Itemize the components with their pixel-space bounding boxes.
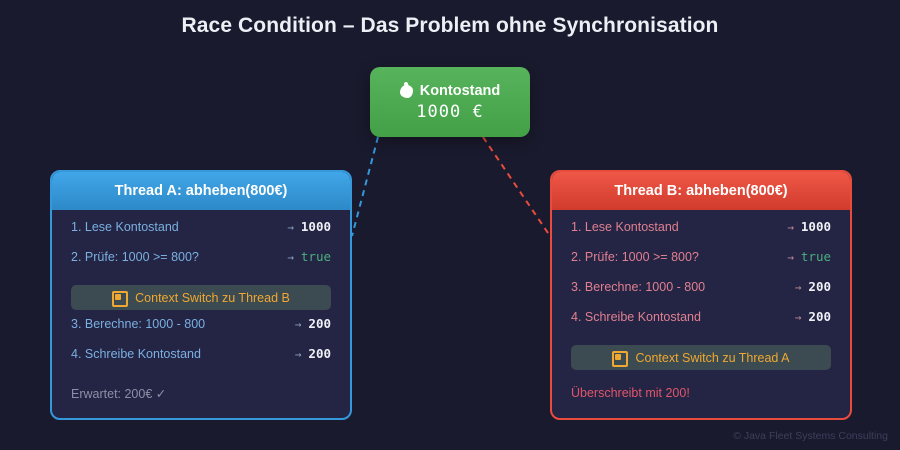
step-value: 1000 (800, 219, 831, 234)
thread-a-header: Thread A: abheben(800€) (52, 172, 350, 210)
step-value-group: → 1000 (787, 219, 831, 234)
thread-b-note: Überschreibt mit 200! (571, 386, 690, 400)
step-label: 1. Lese Kontostand (571, 220, 679, 234)
thread-b-step-3: 3. Berechne: 1000 - 800 → 200 (571, 279, 831, 309)
thread-b-body: 1. Lese Kontostand → 1000 2. Prüfe: 1000… (552, 210, 850, 410)
connector-account-to-thread-b (482, 136, 551, 237)
step-value-group: → 200 (295, 316, 331, 331)
step-label: 1. Lese Kontostand (71, 220, 179, 234)
step-value: 200 (808, 309, 831, 324)
step-value-group: → true (787, 249, 831, 264)
context-switch-label: Context Switch zu Thread A (635, 350, 790, 365)
context-switch-icon (612, 350, 629, 367)
step-value-group: → 200 (795, 309, 831, 324)
account-value: 1000 € (416, 101, 484, 122)
thread-b-step-1: 1. Lese Kontostand → 1000 (571, 219, 831, 249)
arrow-icon: → (294, 318, 302, 331)
account-title-row: Kontostand (399, 82, 501, 99)
step-value: 200 (808, 279, 831, 294)
step-label: 2. Prüfe: 1000 >= 800? (571, 250, 699, 264)
step-label: 3. Berechne: 1000 - 800 (71, 317, 206, 331)
arrow-icon: → (287, 251, 294, 264)
thread-a-panel: Thread A: abheben(800€) 1. Lese Kontosta… (50, 170, 352, 420)
step-value: 200 (308, 346, 331, 361)
step-value: 200 (308, 316, 331, 331)
page-title: Race Condition – Das Problem ohne Synchr… (181, 14, 719, 37)
step-value-group: → true (287, 249, 331, 264)
footer-credit: © Java Fleet Systems Consulting (733, 430, 888, 442)
thread-a-context-switch: Context Switch zu Thread B (71, 285, 331, 310)
thread-a-note: Erwartet: 200€ ✓ (71, 387, 167, 401)
context-switch-label: Context Switch zu Thread B (135, 290, 290, 305)
arrow-icon: → (787, 251, 794, 264)
step-value-group: → 1000 (287, 219, 331, 234)
money-bag-icon (399, 85, 413, 98)
step-label: 4. Schreibe Kontostand (571, 310, 701, 324)
account-balance-box: Kontostand 1000 € (370, 67, 530, 137)
step-label: 2. Prüfe: 1000 >= 800? (71, 250, 199, 264)
thread-a-step-2: 2. Prüfe: 1000 >= 800? → true (71, 249, 331, 279)
step-label: 3. Berechne: 1000 - 800 (571, 280, 706, 294)
step-label: 4. Schreibe Kontostand (71, 347, 201, 361)
arrow-icon: → (294, 348, 302, 361)
thread-b-context-switch: Context Switch zu Thread A (571, 345, 831, 370)
arrow-icon: → (287, 221, 294, 234)
thread-b-panel: Thread B: abheben(800€) 1. Lese Kontosta… (550, 170, 852, 420)
thread-a-step-1: 1. Lese Kontostand → 1000 (71, 219, 331, 249)
connector-account-to-thread-a (351, 136, 379, 237)
arrow-icon: → (787, 221, 794, 234)
thread-b-header: Thread B: abheben(800€) (552, 172, 850, 210)
thread-b-step-2: 2. Prüfe: 1000 >= 800? → true (571, 249, 831, 279)
thread-b-step-4: 4. Schreibe Kontostand → 200 (571, 309, 831, 339)
thread-a-body: 1. Lese Kontostand → 1000 2. Prüfe: 1000… (52, 210, 350, 411)
step-value-group: → 200 (295, 346, 331, 361)
step-value: true (800, 249, 831, 264)
account-label: Kontostand (419, 82, 501, 99)
arrow-icon: → (794, 311, 802, 324)
step-value: true (300, 249, 331, 264)
step-value-group: → 200 (795, 279, 831, 294)
thread-a-step-4: 4. Schreibe Kontostand → 200 (71, 346, 331, 376)
step-value: 1000 (300, 219, 331, 234)
arrow-icon: → (794, 281, 802, 294)
context-switch-icon (112, 290, 129, 307)
thread-a-step-3: 3. Berechne: 1000 - 800 → 200 (71, 316, 331, 346)
